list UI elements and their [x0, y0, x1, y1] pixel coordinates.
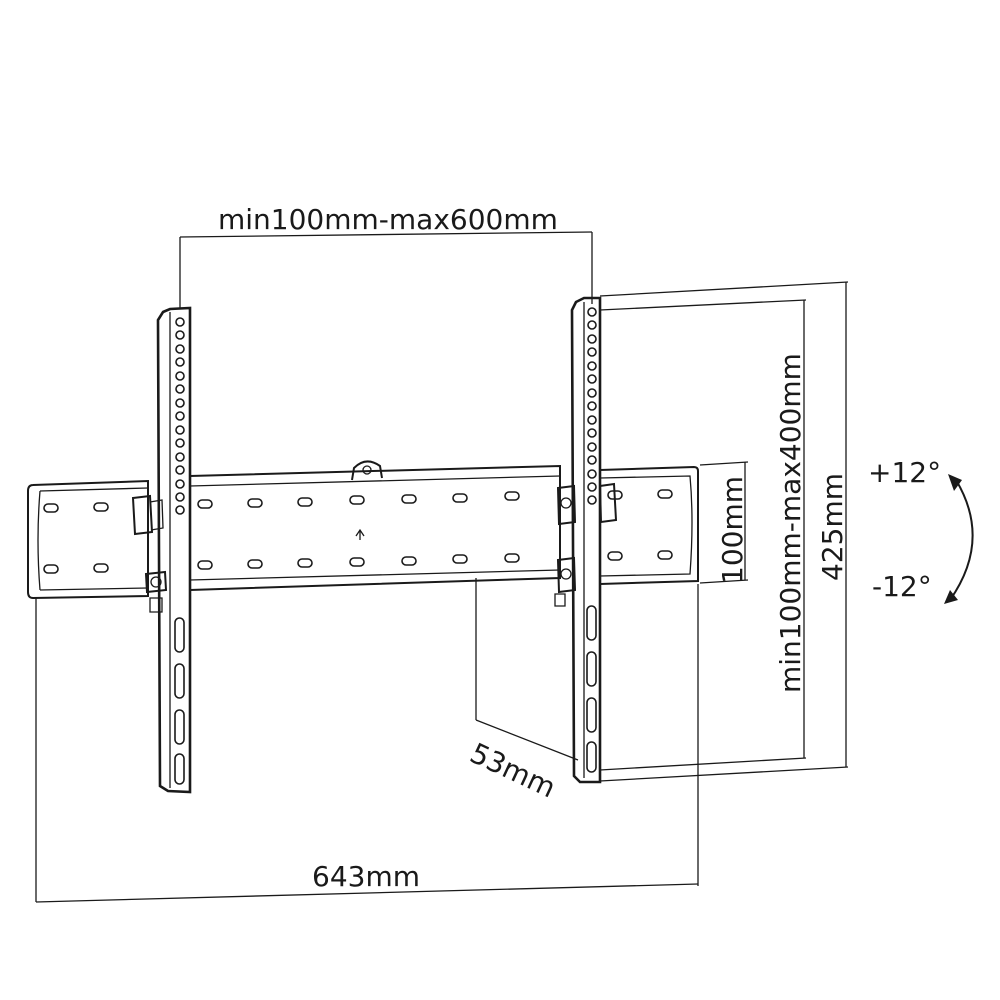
vesa-vertical-label: min100mm-max400mm	[774, 353, 807, 693]
rail-height-label: 100mm	[716, 476, 749, 584]
tilt-up-label: +12°	[868, 456, 941, 489]
left-bracket	[131, 306, 192, 794]
right-bracket	[554, 296, 618, 784]
right-bracket-holes	[587, 307, 597, 505]
center-lock-tab	[351, 460, 383, 481]
wall-distance-label: 53mm	[465, 736, 561, 804]
left-bracket-slots	[174, 617, 185, 785]
total-width-label: 643mm	[312, 860, 420, 893]
total-height-label: 425mm	[816, 473, 849, 581]
tilt-arc	[944, 474, 974, 604]
dimension-lines	[35, 231, 849, 903]
tilt-down-label: -12°	[872, 570, 932, 603]
tilt-down-arrow-icon	[944, 590, 958, 604]
left-bracket-holes	[175, 317, 185, 515]
tilt-up-arrow-icon	[948, 474, 962, 491]
rail-slots	[43, 489, 673, 574]
wall-rail	[27, 460, 699, 600]
up-arrow-icon	[355, 528, 365, 540]
vesa-horizontal-label: min100mm-max600mm	[218, 203, 558, 236]
right-bracket-slots	[586, 605, 597, 773]
